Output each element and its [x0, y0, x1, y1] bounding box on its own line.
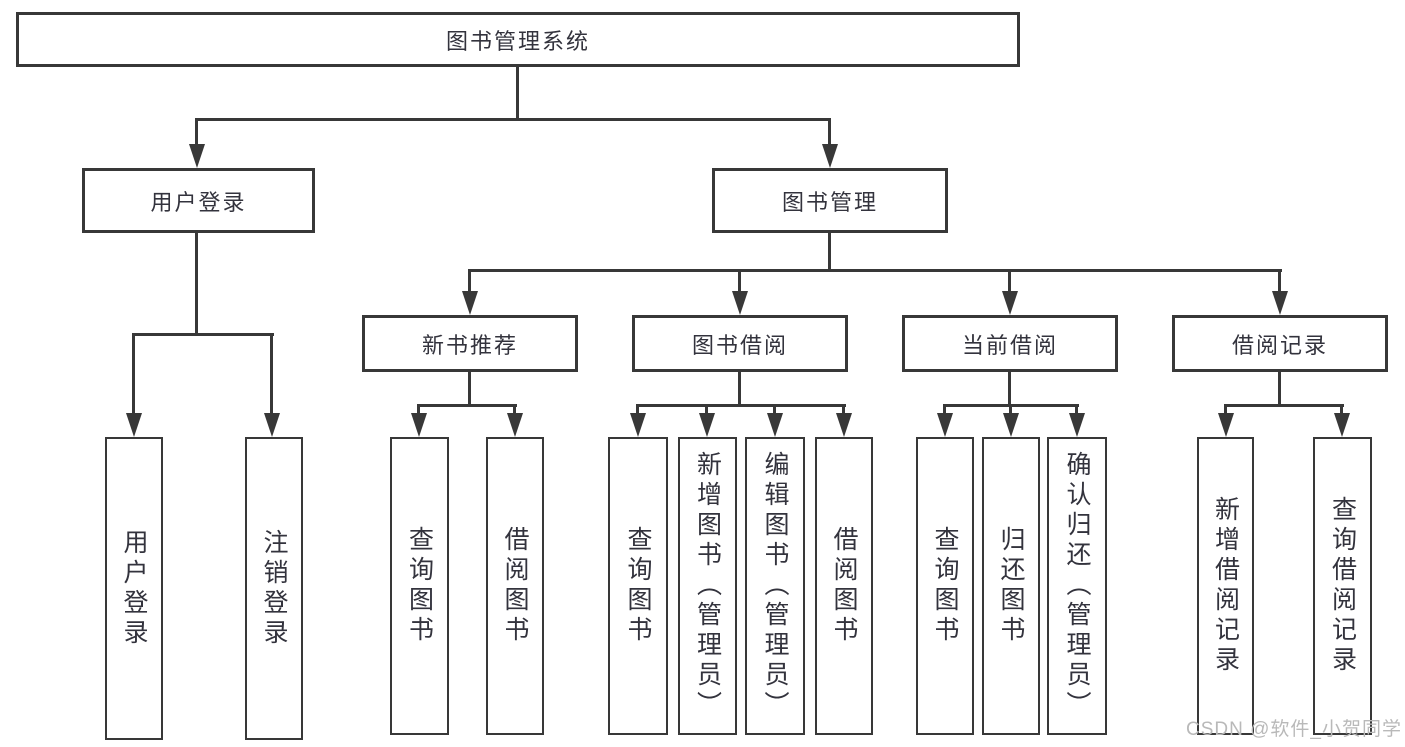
connector-line [828, 233, 831, 272]
connector-line [636, 404, 846, 407]
leaf-records-query-record: 查询借阅记录 [1313, 437, 1372, 735]
connector-line [1278, 372, 1281, 407]
node-label: 编辑图书（管理员） [761, 451, 789, 721]
leaf-logout: 注销登录 [245, 437, 303, 740]
arrow-down-icon [1334, 413, 1350, 437]
arrow-down-icon [767, 413, 783, 437]
node-library-management-system: 图书管理系统 [16, 12, 1020, 67]
connector-line [738, 372, 741, 407]
watermark: CSDN @软件_小贺同学 [1186, 719, 1402, 740]
node-label: 新书推荐 [421, 332, 518, 358]
connector-line [468, 269, 1282, 272]
arrow-down-icon [937, 413, 953, 437]
connector-line [195, 118, 198, 146]
connector-line [195, 118, 831, 121]
leaf-current-query-books: 查询图书 [916, 437, 974, 735]
arrow-down-icon [630, 413, 646, 437]
node-label: 查询图书 [624, 526, 652, 646]
connector-line [468, 269, 471, 293]
node-label: 新增图书（管理员） [693, 451, 722, 721]
node-label: 借阅图书 [830, 526, 858, 646]
arrow-down-icon [1002, 291, 1018, 315]
connector-line [516, 67, 519, 120]
connector-line [773, 404, 776, 415]
arrow-down-icon [732, 291, 748, 315]
node-label: 查询图书 [931, 526, 959, 646]
connector-line [132, 333, 135, 415]
arrow-down-icon [411, 413, 427, 437]
connector-line [705, 404, 708, 415]
node-label: 注销登录 [260, 528, 288, 649]
node-borrowing-records: 借阅记录 [1172, 315, 1388, 372]
connector-line [417, 404, 420, 415]
node-book-borrowing: 图书借阅 [632, 315, 848, 372]
node-label: 借阅图书 [501, 526, 529, 646]
connector-line [842, 404, 845, 415]
leaf-borrow-add-books-admin: 新增图书（管理员） [678, 437, 737, 735]
leaf-recommend-query-books: 查询图书 [390, 437, 449, 735]
connector-line [1278, 269, 1281, 293]
arrow-down-icon [822, 144, 838, 168]
connector-line [1340, 404, 1343, 415]
node-label: 确认归还（管理员） [1063, 451, 1091, 721]
leaf-current-return-books: 归还图书 [982, 437, 1040, 735]
connector-line [636, 404, 639, 415]
arrow-down-icon [1218, 413, 1234, 437]
node-label: 当前借阅 [961, 332, 1058, 358]
arrow-down-icon [1069, 413, 1085, 437]
arrow-down-icon [507, 413, 523, 437]
arrow-down-icon [264, 413, 280, 437]
connector-line [132, 333, 274, 336]
connector-line [738, 269, 741, 293]
node-label: 查询借阅记录 [1328, 496, 1357, 676]
arrow-down-icon [189, 144, 205, 168]
arrow-down-icon [699, 413, 715, 437]
node-book-management: 图书管理 [712, 168, 948, 233]
node-label: 用户登录 [120, 528, 148, 649]
node-label: 图书管理 [781, 189, 878, 215]
connector-line [1009, 404, 1012, 415]
node-label: 图书借阅 [691, 332, 788, 358]
arrow-down-icon [126, 413, 142, 437]
connector-line [1008, 269, 1011, 293]
connector-line [1008, 372, 1011, 407]
connector-line [513, 404, 516, 415]
connector-line [828, 118, 831, 146]
node-label: 新增借阅记录 [1211, 496, 1240, 676]
node-label: 查询图书 [405, 526, 434, 646]
leaf-borrow-borrow-books: 借阅图书 [815, 437, 873, 735]
connector-line [195, 233, 198, 336]
connector-line [417, 404, 517, 407]
arrow-down-icon [462, 291, 478, 315]
connector-line [270, 333, 273, 415]
node-label: 借阅记录 [1231, 332, 1328, 358]
node-current-borrowing: 当前借阅 [902, 315, 1118, 372]
connector-line [943, 404, 946, 415]
node-new-book-recommendation: 新书推荐 [362, 315, 578, 372]
leaf-borrow-edit-books-admin: 编辑图书（管理员） [745, 437, 805, 735]
node-label: 图书管理系统 [445, 28, 590, 54]
leaf-user-login: 用户登录 [105, 437, 163, 740]
connector-line [1224, 404, 1227, 415]
arrow-down-icon [1272, 291, 1288, 315]
node-label: 归还图书 [997, 526, 1025, 646]
leaf-current-confirm-return-admin: 确认归还（管理员） [1047, 437, 1107, 735]
leaf-borrow-query-books: 查询图书 [608, 437, 668, 735]
leaf-records-add-record: 新增借阅记录 [1197, 437, 1254, 735]
connector-line [1224, 404, 1344, 407]
arrow-down-icon [1003, 413, 1019, 437]
leaf-recommend-borrow-books: 借阅图书 [486, 437, 544, 735]
connector-line [1075, 404, 1078, 415]
connector-line [468, 372, 471, 407]
arrow-down-icon [836, 413, 852, 437]
node-label: 用户登录 [150, 189, 247, 215]
node-user-login: 用户登录 [82, 168, 315, 233]
